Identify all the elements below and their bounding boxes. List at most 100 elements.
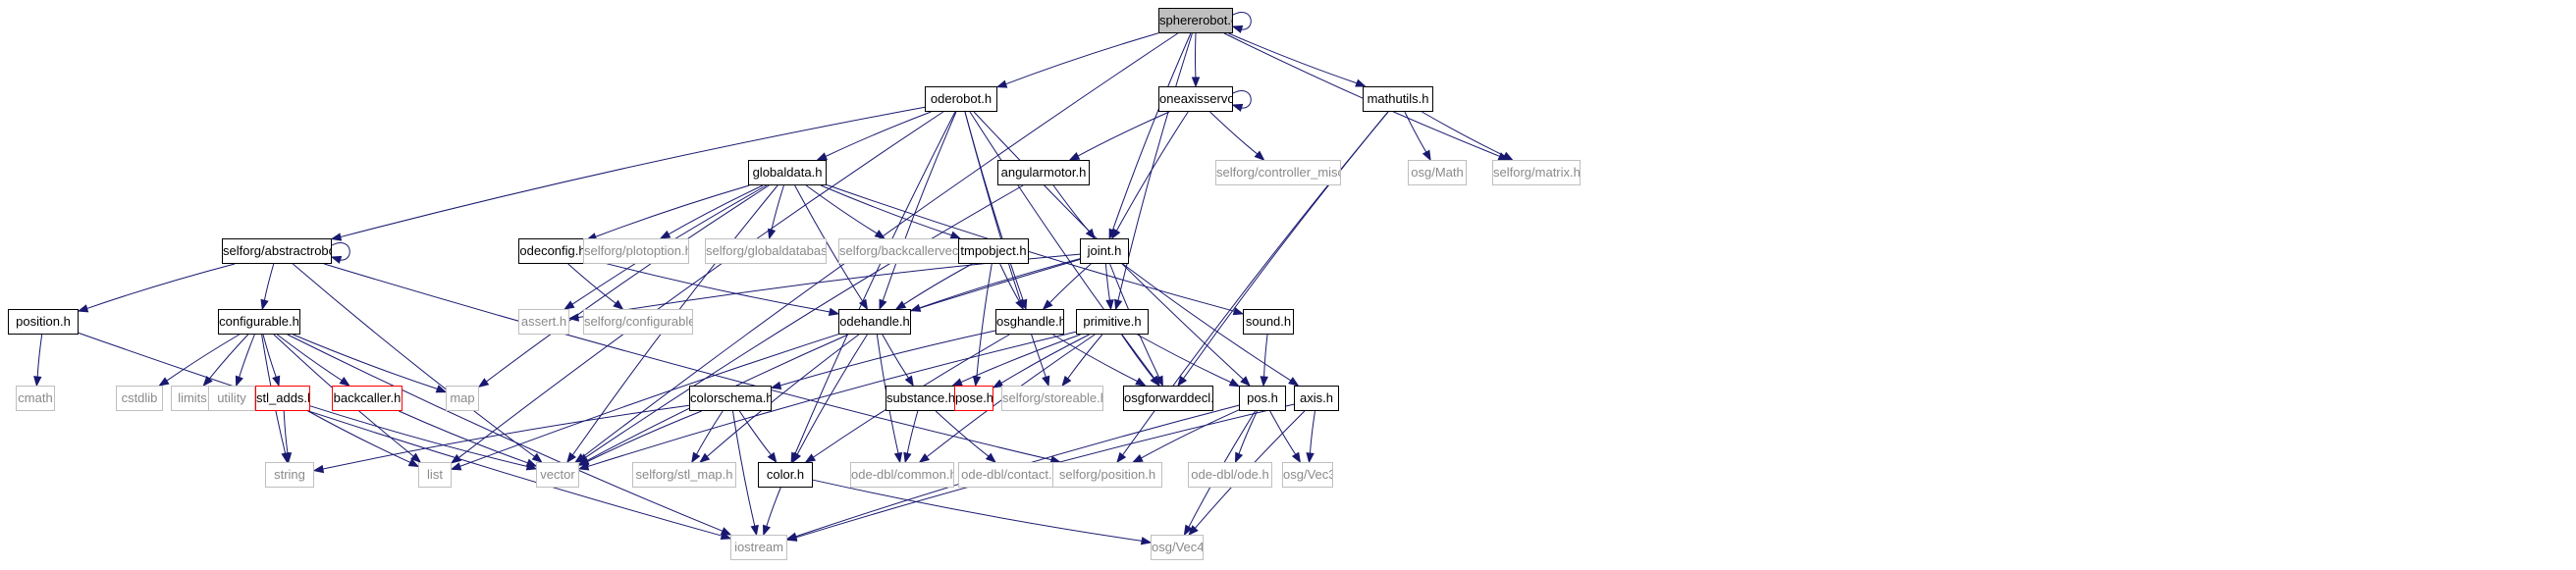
edge-globaldata-to-sound-arrowhead <box>1232 307 1245 316</box>
edge-joint-to-osgfwd-arrowhead <box>1154 375 1163 388</box>
edge-mathutils-to-matrix-arrowhead <box>1502 151 1514 161</box>
edge-pos-to-odeode-arrowhead <box>1234 451 1244 464</box>
node-color-h[interactable]: color.h <box>758 462 813 488</box>
node-angularmotor-h[interactable]: angularmotor.h <box>997 160 1090 185</box>
edge-substance-to-odecommon-arrowhead <box>903 451 912 464</box>
node-axis-h[interactable]: axis.h <box>1294 386 1339 411</box>
edge-stladds-to-string <box>283 410 289 455</box>
edge-colorschema-to-vector-arrowhead <box>577 457 590 466</box>
node-sphererobot-cpp[interactable]: sphererobot.cpp <box>1158 8 1233 33</box>
node-position-h[interactable]: position.h <box>8 309 79 335</box>
edge-globaldata-to-odehandle-arrowhead <box>858 298 869 311</box>
edge-angularmotor-to-joint <box>1052 184 1091 233</box>
edge-mathutils-to-osgmath-arrowhead <box>1422 149 1431 162</box>
edge-colorschema-to-color <box>738 410 773 456</box>
node-globaldatabase-h: selforg/globaldatabase.h <box>705 238 827 264</box>
edge-pos-to-odeode <box>1238 410 1258 455</box>
edge-spherer-to-mathutils <box>1228 32 1359 84</box>
node-map: map <box>446 386 479 411</box>
node-osgforwarddecl-h[interactable]: osgforwarddecl.h <box>1123 386 1213 411</box>
edge-osghandle-to-osgfwd <box>1052 334 1139 383</box>
edge-abstractrobot-to-configurable-arrowhead <box>260 298 269 311</box>
edge-configurable-to-map-arrowhead <box>435 385 448 393</box>
edge-axis-to-osgvec3-arrowhead <box>1306 452 1315 464</box>
edge-tmpobject-to-osghandle <box>999 263 1021 303</box>
node-primitive-h[interactable]: primitive.h <box>1076 309 1149 335</box>
node-stl-map-h: selforg/stl_map.h <box>632 462 736 488</box>
edge-joint-to-primitive-arrowhead <box>1105 299 1114 311</box>
edge-oderobot-to-list <box>457 111 944 459</box>
edge-tmpobject-to-osghandle-arrowhead <box>1015 298 1024 311</box>
node-configurable-h[interactable]: configurable.h <box>218 309 300 335</box>
edge-colorschema-to-string <box>321 404 690 470</box>
edge-angularmotor-to-vector <box>584 184 1024 459</box>
edge-primitive-to-odecommon-arrowhead <box>918 452 931 463</box>
node-osghandle-h[interactable]: osghandle.h <box>995 309 1064 335</box>
node-pos-h[interactable]: pos.h <box>1239 386 1286 411</box>
node-selforg-configurable-h: selforg/configurable.h <box>583 309 693 335</box>
node-substance-h[interactable]: substance.h <box>886 386 956 411</box>
node-sound-h[interactable]: sound.h <box>1243 309 1294 335</box>
edge-primitive-to-storeable-arrowhead <box>1061 375 1072 388</box>
node-oderobot-h[interactable]: oderobot.h <box>925 86 997 112</box>
edge-colorschema-to-iostream <box>731 410 756 528</box>
edge-oderobot-to-osgfwd <box>969 111 1155 380</box>
edge-oneaxis-to-angularmotor-arrowhead <box>1068 152 1081 161</box>
node-stl-adds-h: stl_adds.h <box>255 386 310 411</box>
node-odeconfig-h[interactable]: odeconfig.h <box>518 238 587 264</box>
node-globaldata-h[interactable]: globaldata.h <box>748 160 827 185</box>
edge-angularmotor-to-joint-arrowhead <box>1085 228 1096 240</box>
node-ode-common-h: ode-dbl/common.h <box>850 462 954 488</box>
edge-globaldata-to-plotoption-arrowhead <box>659 230 671 239</box>
edge-backcaller-to-vector <box>399 410 529 464</box>
edge-primitive-to-osgfwd <box>1121 334 1155 380</box>
node-vector: vector <box>536 462 579 488</box>
edge-primitive-to-substance <box>959 334 1081 384</box>
node-abstractrobot-h[interactable]: selforg/abstractrobot.h <box>222 238 332 264</box>
edge-oderobot-to-globaldata-arrowhead <box>816 152 829 161</box>
edge-oderobot-to-osghandle <box>964 111 1025 302</box>
edge-stladds-to-string-arrowhead <box>283 452 293 464</box>
node-tmpobject-h[interactable]: tmpobject.h <box>958 238 1029 264</box>
node-odehandle-h[interactable]: odehandle.h <box>838 309 911 335</box>
edge-configurable-to-backcaller <box>277 334 344 382</box>
edge-oneaxis-to-joint-arrowhead <box>1111 228 1121 240</box>
node-colorschema-h[interactable]: colorschema.h <box>689 386 772 411</box>
edge-pos-to-osgvec3 <box>1269 410 1297 456</box>
node-plotoption-h: selforg/plotoption.h <box>583 238 689 264</box>
edge-joint-to-primitive <box>1104 263 1111 302</box>
edge-abstractrobot-to-position <box>85 263 236 310</box>
edge-globaldata-to-backcallervector-arrowhead <box>874 230 886 239</box>
edge-odehandle-to-odecommon-arrowhead <box>893 451 903 464</box>
edge-configurable-to-map <box>293 334 439 390</box>
edge-globaldata-to-map-arrowhead <box>477 378 490 388</box>
edge-axis-to-osgvec3 <box>1309 410 1315 455</box>
edge-pos-to-osgvec3-arrowhead <box>1291 451 1302 464</box>
edge-osghandle-to-color-arrowhead <box>804 453 817 463</box>
edge-mathutils-to-osgfwd-arrowhead <box>1177 375 1188 388</box>
edge-primitive-to-storeable <box>1066 334 1103 380</box>
edge-colorschema-to-color-arrowhead <box>767 451 778 464</box>
edge-globaldata-to-sound <box>826 183 1236 313</box>
edge-globaldata-to-backcallervector <box>805 184 879 234</box>
edge-spherer-to-joint <box>1111 32 1192 232</box>
node-oneaxisservo-h[interactable]: oneaxisservo.h <box>1158 86 1233 112</box>
edge-mathutils-to-matrix <box>1422 111 1506 157</box>
edge-backcaller-to-vector-arrowhead <box>525 458 538 467</box>
edge-globaldata-to-assert-arrowhead <box>564 300 575 310</box>
edge-abstractrobot-to-vector <box>292 263 536 458</box>
edge-primitive-to-vector <box>586 331 1077 468</box>
node-joint-h[interactable]: joint.h <box>1080 238 1129 264</box>
edge-oneaxis-to-oneaxis-arrowhead <box>1231 103 1244 112</box>
node-mathutils-h[interactable]: mathutils.h <box>1363 86 1433 112</box>
edge-abstractrobot-to-selfposition <box>324 263 1053 461</box>
edge-color-to-iostream-arrowhead <box>763 524 771 537</box>
edge-spherer-to-spherer-arrowhead <box>1231 25 1244 33</box>
edge-configurable-to-utility-arrowhead <box>235 375 243 388</box>
node-backcaller-h: backcaller.h <box>332 386 402 411</box>
edge-substance-to-odecontact <box>935 410 991 458</box>
edge-colorschema-to-stlmap <box>695 410 724 456</box>
edge-color-to-iostream <box>766 487 781 528</box>
node-ode-ode-h: ode-dbl/ode.h <box>1188 462 1272 488</box>
edge-spherer-to-mathutils-arrowhead <box>1355 78 1367 87</box>
